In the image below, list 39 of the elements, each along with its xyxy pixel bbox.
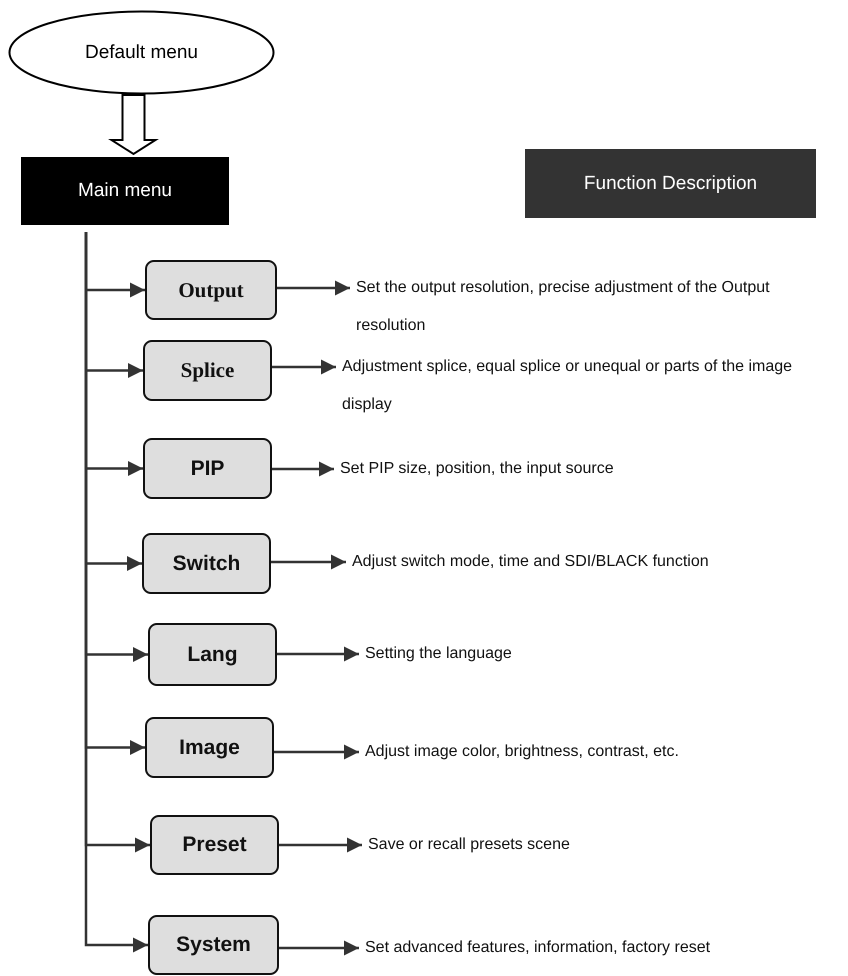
menu-label: Preset [182,833,247,857]
menu-box [145,717,274,778]
menu-label: Switch [172,552,240,576]
menu-box [145,260,277,320]
arrow [272,360,336,374]
menu-label: Splice [180,358,234,383]
arrow [277,280,350,296]
description-text: Adjust switch mode, time and SDI/BLACK function [352,543,812,583]
header-box [525,149,816,218]
box-label: Main menu [78,180,172,202]
menu-label: Lang [187,642,238,666]
menu-box [143,438,272,499]
menu-box [142,533,271,594]
menu-box [143,340,272,401]
arrow [84,232,148,952]
box-label: Function Description [584,172,758,194]
menu-label: Image [179,736,240,760]
menu-box [148,915,279,975]
arrow [277,646,359,662]
description-text: Setting the language [365,635,665,675]
description-text: Set advanced features, information, factory reset [365,929,785,969]
block-arrow [108,94,159,156]
description-text: Adjust image color, brightness, contrast, etc. [365,733,765,773]
menu-title: Default menu [84,42,198,64]
menu-label: Output [178,278,244,302]
menu-box [148,623,277,686]
menu-label: PIP [190,456,224,480]
menu-label: System [176,933,251,957]
arrow [271,554,346,570]
arrow [279,838,362,852]
menu-box [150,815,279,875]
arrow [279,940,359,956]
arrow [274,744,359,760]
main-menu-box [21,157,229,225]
description-text: Save or recall presets scene [368,826,668,866]
description-text: Adjustment splice, equal splice or unequal or parts of the image display [342,348,812,428]
description-text: Set PIP size, position, the input source [340,450,740,490]
description-text: Set the output resolution, precise adjustment of the Output resolution [356,269,796,349]
arrow [272,462,334,476]
